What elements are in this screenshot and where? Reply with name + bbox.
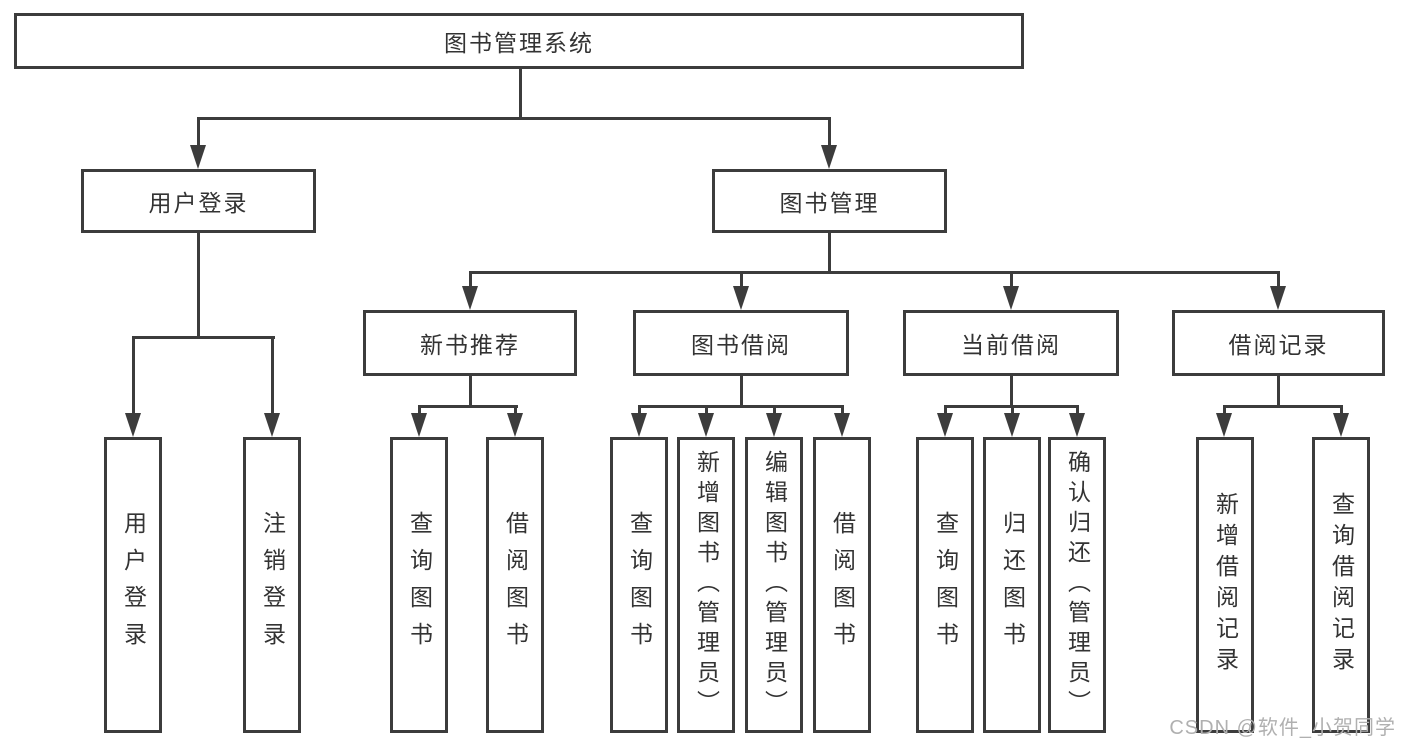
leaf-label: 借阅图书 (829, 511, 856, 659)
arrowhead-down (733, 286, 749, 310)
node-book-management: 图书管理 (712, 169, 947, 233)
leaf-label: 查询图书 (932, 511, 959, 659)
arrowhead-down (834, 413, 850, 437)
connector-line (196, 118, 200, 147)
connector-line (1276, 376, 1280, 407)
connector-line (1339, 406, 1343, 415)
node-borrowing-records: 借阅记录 (1172, 310, 1385, 376)
leaf-label: 新增图书（管理员） (693, 450, 720, 720)
arrowhead-down (507, 413, 523, 437)
connector-line (417, 404, 518, 408)
leaf-borrow-books-borrowing: 借阅图书 (813, 437, 871, 733)
leaf-label: 新增借阅记录 (1212, 492, 1239, 678)
arrowhead-down (766, 413, 782, 437)
connector-line (417, 406, 421, 415)
connector-line (270, 337, 274, 414)
leaf-logout-login: 注销登录 (243, 437, 301, 733)
leaf-label: 借阅图书 (502, 511, 529, 659)
arrowhead-down (821, 145, 837, 169)
leaf-query-books-borrowing: 查询图书 (610, 437, 668, 733)
arrowhead-down (937, 413, 953, 437)
leaf-return-books: 归还图书 (983, 437, 1041, 733)
connector-line (739, 376, 743, 407)
arrowhead-down (1069, 413, 1085, 437)
leaf-add-borrow-record: 新增借阅记录 (1196, 437, 1254, 733)
connector-line (468, 272, 472, 288)
leaf-label: 编辑图书（管理员） (761, 450, 788, 720)
leaf-label: 确认归还（管理员） (1064, 450, 1091, 720)
leaf-label: 用户登录 (120, 511, 147, 659)
leaf-add-book-admin: 新增图书（管理员） (677, 437, 735, 733)
node-book-borrowing: 图书借阅 (633, 310, 849, 376)
node-new-book-recommendation: 新书推荐 (363, 310, 577, 376)
connector-line (772, 406, 776, 415)
node-library-management-system: 图书管理系统 (14, 13, 1024, 69)
connector-line (637, 404, 844, 408)
connector-line (840, 406, 844, 415)
node-current-borrowing: 当前借阅 (903, 310, 1119, 376)
arrowhead-down (1216, 413, 1232, 437)
connector-line (196, 233, 200, 338)
arrowhead-down (190, 145, 206, 169)
connector-line (739, 272, 743, 288)
leaf-query-books-current: 查询图书 (916, 437, 974, 733)
connector-line (704, 406, 708, 415)
arrowhead-down (1333, 413, 1349, 437)
leaf-label: 查询借阅记录 (1328, 492, 1355, 678)
leaf-label: 归还图书 (999, 511, 1026, 659)
arrowhead-down (698, 413, 714, 437)
connector-line (131, 335, 275, 339)
watermark: CSDN @软件_小贺同学 (1169, 717, 1396, 739)
connector-line (943, 406, 947, 415)
leaf-label: 查询图书 (626, 511, 653, 659)
leaf-borrow-books-recommend: 借阅图书 (486, 437, 544, 733)
arrowhead-down (1003, 286, 1019, 310)
connector-line (196, 116, 831, 120)
node-user-login: 用户登录 (81, 169, 316, 233)
arrowhead-down (1270, 286, 1286, 310)
connector-line (637, 406, 641, 415)
connector-line (1222, 404, 1343, 408)
connector-line (1010, 406, 1014, 415)
leaf-query-books-recommend: 查询图书 (390, 437, 448, 733)
connector-line (1075, 406, 1079, 415)
arrowhead-down (264, 413, 280, 437)
leaf-confirm-return-admin: 确认归还（管理员） (1048, 437, 1106, 733)
connector-line (1009, 376, 1013, 407)
arrowhead-down (462, 286, 478, 310)
leaf-label: 注销登录 (259, 511, 286, 659)
connector-line (518, 69, 522, 119)
connector-line (468, 270, 1280, 274)
connector-line (827, 233, 831, 273)
connector-line (513, 406, 517, 415)
connector-line (468, 376, 472, 407)
arrowhead-down (631, 413, 647, 437)
arrowhead-down (411, 413, 427, 437)
arrowhead-down (1004, 413, 1020, 437)
connector-line (1009, 272, 1013, 288)
leaf-label: 查询图书 (406, 511, 433, 659)
leaf-user-login: 用户登录 (104, 437, 162, 733)
connector-line (1222, 406, 1226, 415)
connector-line (131, 337, 135, 414)
connector-line (827, 118, 831, 147)
arrowhead-down (125, 413, 141, 437)
leaf-query-borrow-record: 查询借阅记录 (1312, 437, 1370, 733)
leaf-edit-book-admin: 编辑图书（管理员） (745, 437, 803, 733)
connector-line (1276, 272, 1280, 288)
